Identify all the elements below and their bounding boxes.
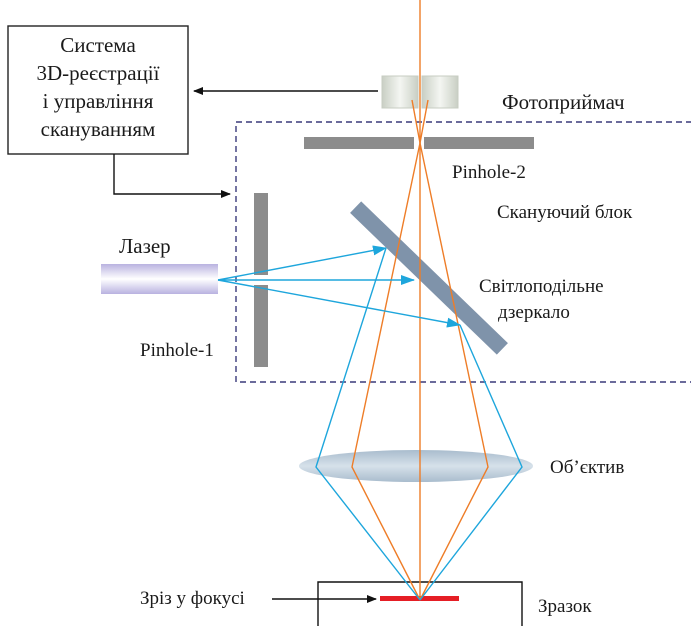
- focal-slice-label: Зріз у фокусі: [140, 588, 245, 609]
- detection-beam-left: [351, 99, 421, 601]
- beam-splitter-label-line2: дзеркало: [498, 302, 570, 323]
- scanning-block-label: Скануючий блок: [497, 202, 633, 223]
- pinhole1-top: [254, 193, 268, 275]
- control-system-label-line1: Система: [60, 33, 136, 57]
- illumination-beam-left: [315, 247, 421, 601]
- illumination-beam-right: [419, 324, 523, 601]
- beam-splitter-mirror: [350, 201, 508, 355]
- objective-label: Об’єктив: [550, 457, 624, 478]
- pinhole2-left: [304, 137, 414, 149]
- pinhole1-label: Pinhole-1: [140, 340, 214, 361]
- control-system-label-line2: 3D-реєстрації: [37, 61, 160, 85]
- system-to-scanner-arrow: [113, 154, 231, 198]
- scanning-block-frame: [235, 121, 691, 383]
- laser-beam-lower: [217, 279, 461, 328]
- laser-beam-upper: [217, 245, 387, 281]
- pinhole1-bottom: [254, 285, 268, 367]
- detection-beam-right: [419, 99, 489, 601]
- objective-lens: [299, 450, 533, 482]
- control-system-label-line3: і управління: [43, 89, 154, 113]
- beam-splitter-label-line1: Світлоподільне: [479, 276, 604, 297]
- control-system-box: [7, 25, 189, 155]
- pinhole2-label: Pinhole-2: [452, 162, 526, 183]
- photodetector-right: [421, 75, 459, 109]
- sample-label: Зразок: [538, 596, 592, 617]
- laser-label: Лазер: [119, 234, 171, 258]
- laser-source: [101, 264, 218, 294]
- pinhole2-right: [424, 137, 534, 149]
- photodetector-label: Фотоприймач: [502, 90, 625, 114]
- control-system-label-line4: скануванням: [41, 117, 156, 141]
